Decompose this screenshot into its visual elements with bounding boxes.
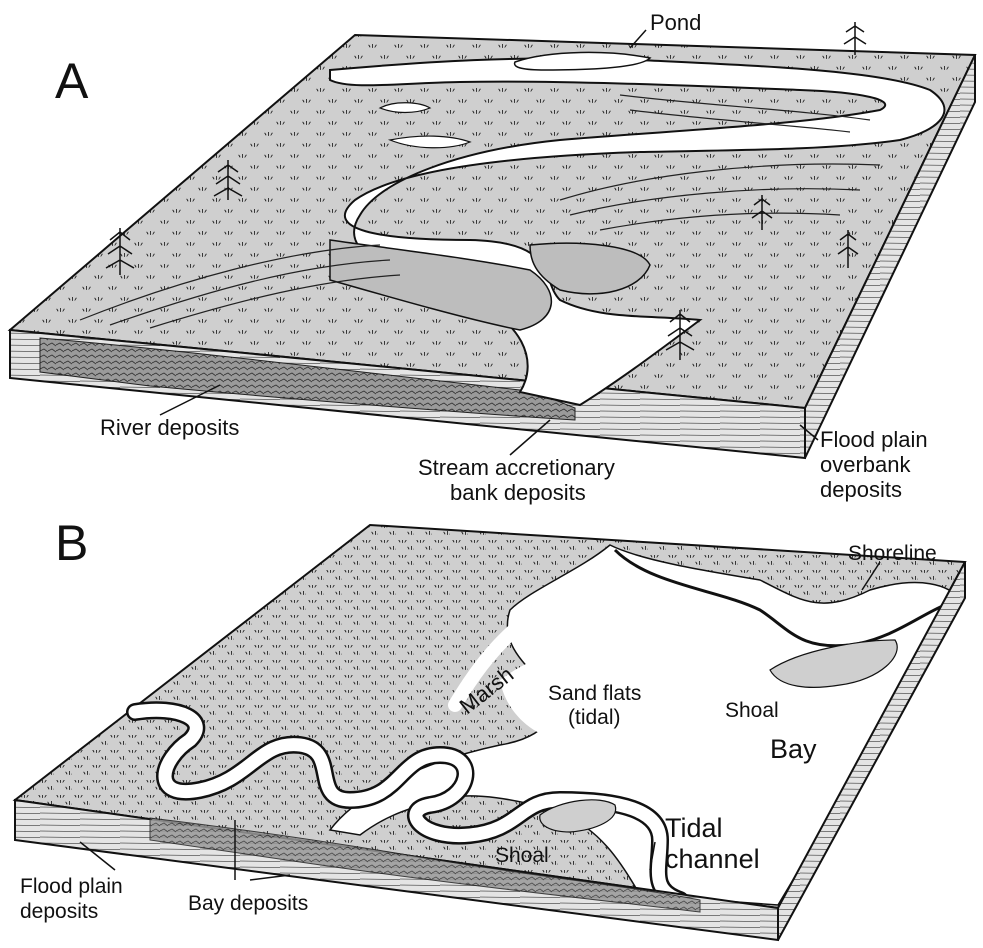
label-shoal-lower: Shoal <box>495 844 549 867</box>
label-flood-plain-3: deposits <box>820 477 902 502</box>
label-stream-accretionary-2: bank deposits <box>450 480 586 505</box>
label-flood-plain-b-2: deposits <box>20 900 98 923</box>
label-tidal-channel-2: channel <box>665 844 760 874</box>
panel-a-letter: A <box>55 53 89 109</box>
label-shoreline: Shoreline <box>848 542 937 565</box>
label-sand-flats-1: Sand flats <box>548 682 641 705</box>
label-flood-plain-1: Flood plain <box>820 427 928 452</box>
label-pond: Pond <box>650 10 701 35</box>
label-tidal-channel-1: Tidal <box>665 813 723 843</box>
label-bay-deposits: Bay deposits <box>188 892 308 915</box>
label-flood-plain-b-1: Flood plain <box>20 875 123 898</box>
label-river-deposits: River deposits <box>100 415 239 440</box>
panel-b-letter: B <box>55 515 88 571</box>
panel-b: B Shoreline Marsh Sand flats (tidal) Sho… <box>15 515 965 940</box>
label-stream-accretionary-1: Stream accretionary <box>418 455 615 480</box>
label-shoal-upper: Shoal <box>725 699 779 722</box>
label-flood-plain-2: overbank <box>820 452 912 477</box>
label-sand-flats-2: (tidal) <box>568 706 621 729</box>
label-bay: Bay <box>770 734 817 764</box>
panel-a: A Pond River deposits Stream accretionar… <box>10 10 975 505</box>
